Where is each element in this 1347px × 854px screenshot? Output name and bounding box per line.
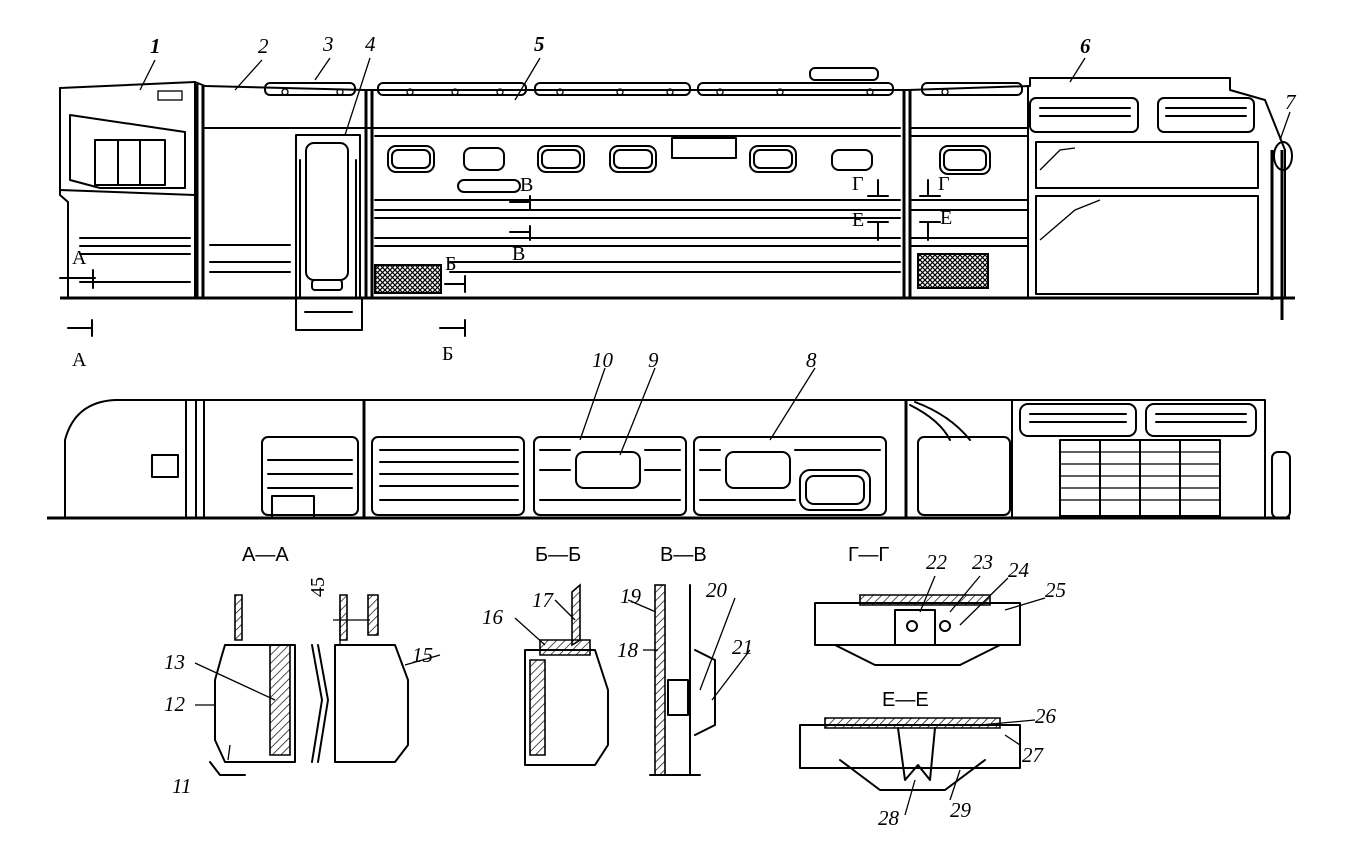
section-v-v [649,584,716,776]
opposite-side-elevation [47,399,1291,520]
callout-6: 6 [1080,34,1091,58]
callout-24: 24 [1008,558,1029,582]
mesh-grille [374,264,442,294]
dimension-45: 45 [307,577,329,597]
side-elevation [59,67,1295,337]
section-title-g-g: Г—Г [848,544,890,566]
cut-mark-v-top: В [520,174,534,196]
cooling-section [1029,97,1259,295]
callout-3: 3 [323,32,334,56]
side-door [295,134,363,331]
callout-27: 27 [1022,743,1043,767]
cut-mark-b-top: Б [445,253,457,275]
callout-8: 8 [806,348,817,372]
cab-ribs [79,237,291,283]
callout-22: 22 [926,550,947,574]
callout-12: 12 [164,692,185,716]
section-title-a-a: А—А [242,544,289,566]
callout-20: 20 [706,578,727,602]
callout-26: 26 [1035,704,1056,728]
callout-18: 18 [617,638,638,662]
callout-17: 17 [532,588,553,612]
section-title-e-e: Е—Е [882,689,929,711]
callout-23: 23 [972,550,993,574]
callout-19: 19 [620,584,641,608]
cut-mark-lines [59,179,941,337]
cut-mark-g-left: Г [852,173,864,195]
cut-mark-e-right: Е [940,207,953,229]
cut-mark-g-right: Г [938,173,950,195]
callout-1: 1 [150,34,161,58]
section-g-g [814,594,1021,666]
callout-21: 21 [732,635,753,659]
callout-25: 25 [1045,578,1066,602]
callout-2: 2 [258,34,269,58]
callout-4: 4 [365,32,376,56]
section-title-b-b: Б—Б [535,544,582,566]
leader-lines [139,57,1291,816]
section-title-v-v: В—В [660,544,707,566]
roof-hatches [264,67,1023,96]
callout-28: 28 [878,806,899,830]
cut-mark-a-top: А [72,247,87,269]
driver-cab [59,90,196,196]
callout-10: 10 [592,348,613,372]
callout-13: 13 [164,650,185,674]
cut-mark-e-left: Е [852,209,865,231]
mesh-grille [917,253,989,289]
callout-7: 7 [1285,90,1296,114]
section-a-a [209,594,409,776]
callout-5: 5 [534,32,545,56]
callout-9: 9 [648,348,659,372]
body-ribs [374,199,1029,273]
section-e-e [799,717,1021,791]
exhaust-pipe [1273,141,1293,171]
panel-ribs [267,449,881,501]
callout-16: 16 [482,605,503,629]
callout-11: 11 [172,774,192,798]
section-b-b [524,583,609,766]
callout-29: 29 [950,798,971,822]
cut-mark-a-bottom: А [72,349,87,371]
cut-mark-b-bottom: Б [442,343,454,365]
portholes [387,137,991,193]
radiator-louvres [1059,439,1221,517]
cut-mark-v-bottom: В [512,243,526,265]
callout-15: 15 [412,643,433,667]
